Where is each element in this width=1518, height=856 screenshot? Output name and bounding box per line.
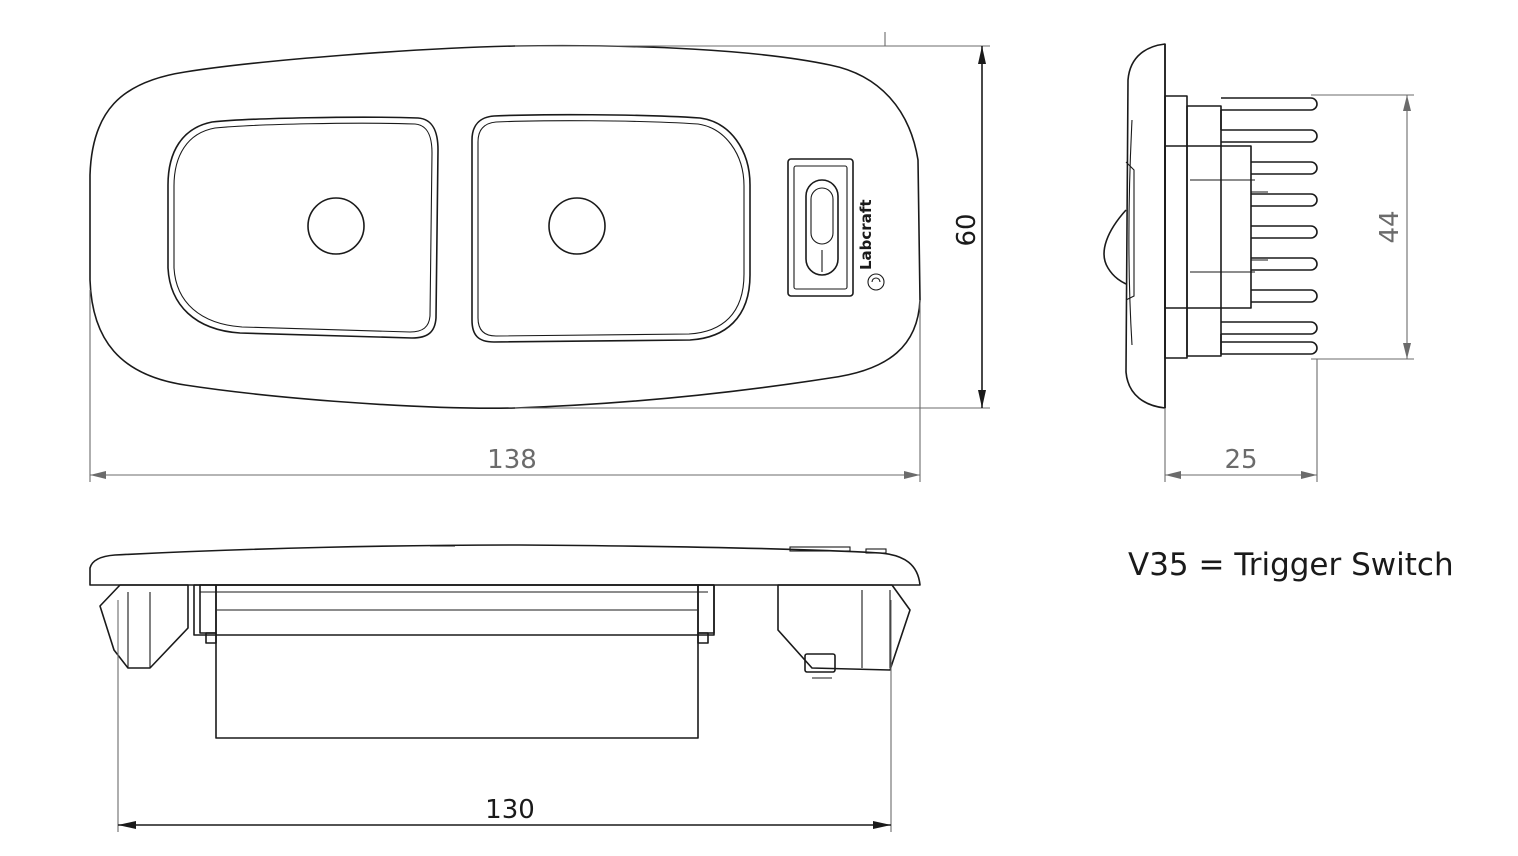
side-view: 44 25	[1103, 43, 1414, 482]
bottom-housing-body	[215, 584, 699, 739]
trigger-switch-rocker	[805, 179, 839, 276]
side-faceplate	[1125, 43, 1166, 409]
left-lens-inner	[173, 122, 433, 333]
bottom-width-label: 130	[485, 795, 535, 825]
side-height-label: 44	[1375, 210, 1405, 243]
left-lens-button	[307, 197, 365, 255]
side-switch-body	[1125, 161, 1135, 301]
front-view: Labcraft 138 60	[89, 32, 990, 482]
trigger-switch-housing	[787, 158, 854, 297]
side-connector-block	[1164, 145, 1252, 309]
front-outline	[89, 44, 921, 410]
trigger-switch-bezel	[793, 165, 848, 290]
logo-circle-icon	[867, 273, 885, 291]
heat-sink-fins	[1220, 97, 1318, 355]
side-housing	[1186, 105, 1222, 357]
trigger-switch-rocker-inner	[810, 187, 834, 245]
logo-arc-icon	[871, 277, 881, 283]
right-lens-button	[548, 197, 606, 255]
front-height-label: 60	[952, 213, 982, 246]
faceplate-inner-edge	[1128, 119, 1133, 346]
side-depth-label: 25	[1224, 445, 1257, 475]
side-rocker-bump	[1103, 209, 1127, 285]
right-lens-inner	[477, 120, 745, 337]
trigger-switch-note: V35 = Trigger Switch	[1128, 547, 1454, 583]
logo-text: Labcraft	[857, 199, 875, 270]
bottom-view: 130	[89, 544, 921, 832]
bottom-right-clip	[777, 584, 911, 671]
right-lens-outer	[471, 113, 751, 343]
brand-logo: Labcraft	[857, 199, 885, 291]
left-lens-outer	[167, 116, 439, 339]
bottom-left-clip	[99, 584, 189, 669]
side-flange	[1164, 95, 1188, 359]
front-width-label: 138	[487, 445, 537, 475]
